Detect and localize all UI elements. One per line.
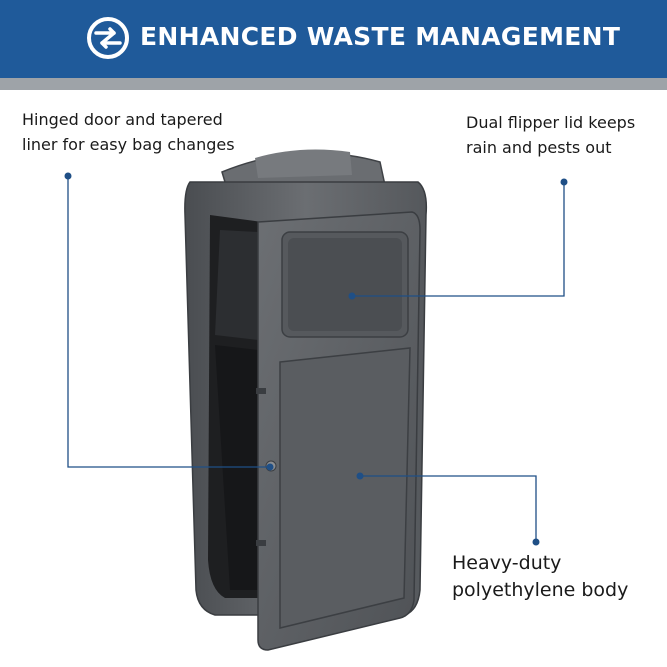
leader-dot xyxy=(356,472,364,480)
leader-line-body xyxy=(360,475,537,542)
callout-line: Heavy-duty xyxy=(452,552,562,574)
callout-line: rain and pests out xyxy=(466,138,612,157)
leader-line-hinged-door xyxy=(67,176,270,468)
leader-dot xyxy=(64,172,72,180)
callout-body: Heavy-duty polyethylene body xyxy=(452,550,628,604)
leader-dot xyxy=(532,538,540,546)
leader-dot xyxy=(266,463,274,471)
callout-line: polyethylene body xyxy=(452,579,629,601)
callout-line: Hinged door and tapered xyxy=(22,110,223,129)
callout-hinged-door: Hinged door and tapered liner for easy b… xyxy=(22,107,235,157)
leader-line-flipper-lid xyxy=(352,182,565,297)
leader-dot xyxy=(348,292,356,300)
banner-divider xyxy=(0,78,667,90)
banner-title: ENHANCED WASTE MANAGEMENT xyxy=(140,22,621,51)
callout-line: Dual flipper lid keeps xyxy=(466,113,636,132)
leader-dot xyxy=(560,178,568,186)
callout-flipper-lid: Dual flipper lid keeps rain and pests ou… xyxy=(466,110,635,160)
recycle-arrows-logo-icon xyxy=(87,17,129,59)
callout-line: liner for easy bag changes xyxy=(22,135,235,154)
header-banner: ENHANCED WASTE MANAGEMENT xyxy=(0,0,667,78)
